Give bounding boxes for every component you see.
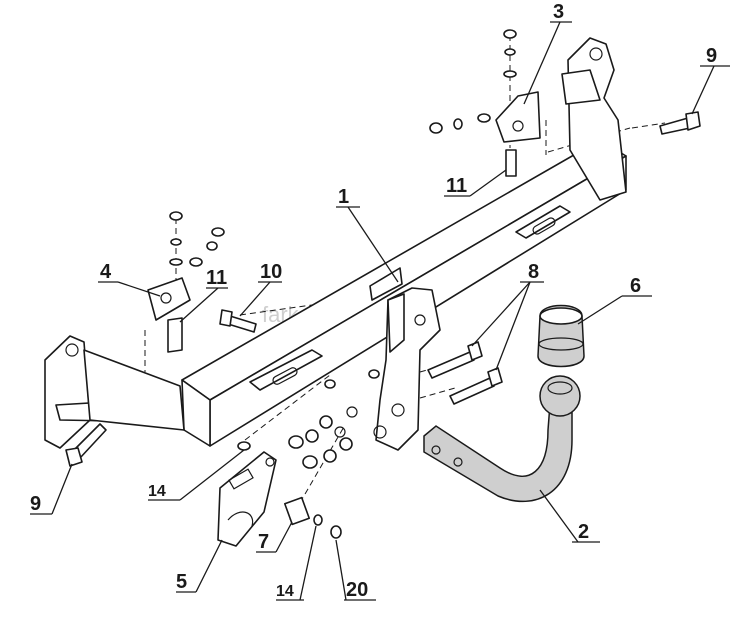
callout-4: 4 [100,261,112,283]
callout-6: 6 [630,275,641,297]
right-mounting-plate [561,37,627,201]
callout-14-bottom: 14 [276,583,294,600]
right-bracket-assembly [429,29,541,177]
callout-5: 5 [176,571,187,593]
callout-11-right: 11 [446,175,467,197]
ball-mount-bracket [334,287,441,451]
callout-2: 2 [578,521,589,543]
callout-10: 10 [260,261,282,283]
ball-cover [537,304,585,368]
callout-9-left: 9 [30,493,41,515]
bolt-9-right [659,111,701,135]
leader-lines [30,21,730,601]
callout-11-left: 11 [206,267,227,289]
fasteners-group [237,369,380,539]
ball-neck [423,375,581,503]
callout-14-left: 14 [148,483,166,500]
callout-9-right: 9 [706,45,717,67]
callout-labels: 1 2 3 4 5 6 7 8 9 9 10 11 11 14 14 20 [30,1,717,601]
bolt-9-left [65,423,107,467]
callout-8: 8 [528,261,539,283]
callout-7: 7 [258,531,269,553]
long-bolts [427,341,503,405]
callout-20: 20 [346,579,368,601]
bolt-10 [219,309,257,333]
socket-plate [217,451,277,547]
left-mounting-plate [44,335,185,449]
callout-3: 3 [553,1,564,23]
left-bracket-assembly [147,211,225,353]
callout-1: 1 [338,186,349,208]
